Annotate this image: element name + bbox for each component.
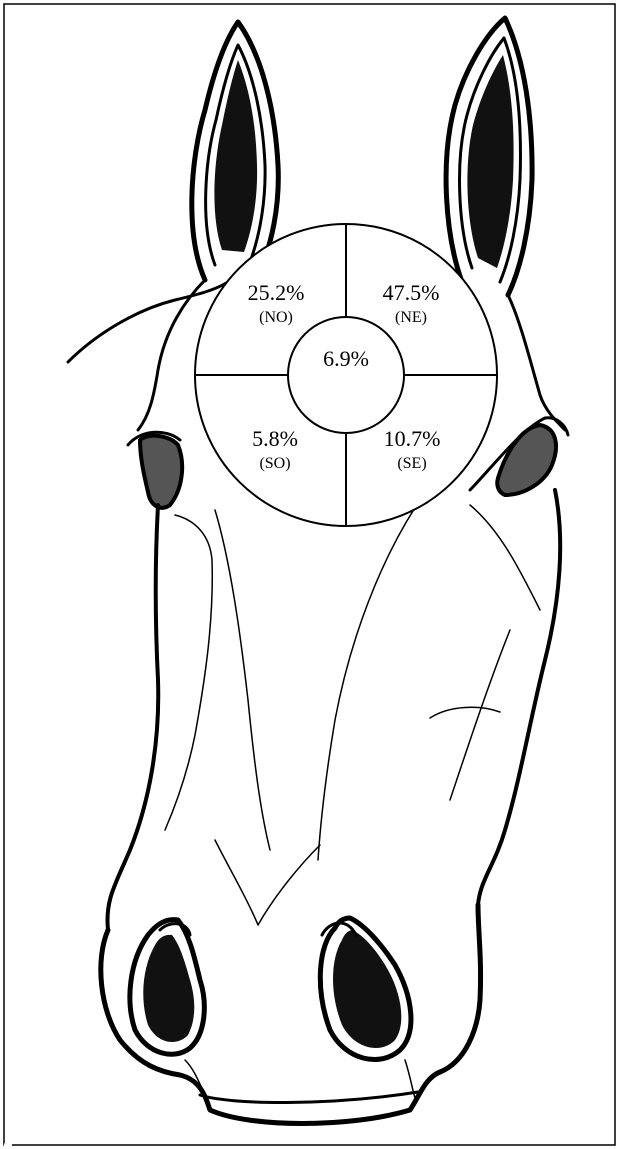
right-cheek-line [470,505,540,610]
poll-outline [138,280,205,430]
left-cheek-line [165,515,212,830]
zone-se-code: (SE) [397,455,426,472]
right-jaw-line [430,707,500,718]
right-eye [497,425,556,495]
zone-so-value: 5.8% [252,426,298,451]
zone-no-code: (NO) [259,309,293,326]
left-ear-inner [214,60,257,252]
zone-ne-value: 47.5% [383,280,440,305]
right-face-seam [318,500,420,860]
right-nostril-inner [333,930,401,1048]
center-circle [288,317,404,433]
zone-se-value: 10.7% [384,426,441,451]
zone-target: 25.2% (NO) 47.5% (NE) 5.8% (SO) 10.7% (S… [195,224,497,526]
right-ear-inner [467,55,513,268]
zone-ne-code: (NE) [395,309,427,326]
left-eye [140,436,182,508]
zone-no-value: 25.2% [248,280,305,305]
left-face-seam [215,510,270,850]
zone-so-code: (SO) [259,455,290,472]
figure-frame [4,4,615,1145]
chin-line [200,1092,418,1103]
poll-right-outline [508,295,565,430]
nose-v [215,840,320,925]
left-nostril-inner [143,935,194,1042]
right-face-outline [478,490,560,905]
right-cheek-curve [450,630,510,800]
horse-illustration [68,18,568,1124]
zone-center-value: 6.9% [323,346,369,371]
left-face-outline [107,505,158,930]
